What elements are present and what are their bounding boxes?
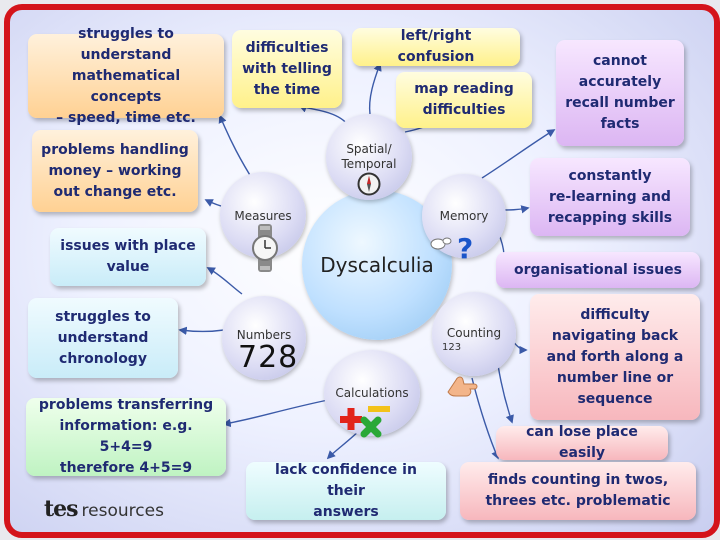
node-calculations: Calculations xyxy=(324,350,420,438)
connector-line xyxy=(178,326,225,336)
node-label-numbers: Numbers xyxy=(236,328,292,342)
node-label-calculations: Calculations xyxy=(335,386,409,400)
connector-line xyxy=(368,62,382,115)
node-counting: Counting 123 xyxy=(432,292,516,397)
connector-line xyxy=(497,364,514,424)
connector-line xyxy=(481,129,556,179)
box-place-value: issues with place value xyxy=(50,228,206,286)
tes-resources-logo: tes resources xyxy=(44,496,164,526)
box-transferring: problems transferring information: e.g. … xyxy=(26,397,226,476)
box-chronology: struggles to understand chronology xyxy=(28,298,178,378)
connector-line xyxy=(222,399,329,428)
node-label-spatial-temporal: Spatial/ Temporal xyxy=(341,142,397,171)
node-label-counting: Counting xyxy=(446,326,502,340)
box-organisational: organisational issues xyxy=(496,252,700,288)
central-title: Dyscalculia xyxy=(320,253,434,277)
box-recall-facts: cannot accurately recall number facts xyxy=(556,40,684,146)
logo-tes: tes xyxy=(44,496,79,522)
mind-map-frame: Dyscalculia Spatial/ Temporal Measures M… xyxy=(4,4,720,538)
node-label-memory: Memory xyxy=(439,209,489,223)
pointing-hand-icon xyxy=(447,376,478,397)
watch-icon xyxy=(252,224,278,272)
box-relearning: constantly re-learning and recapping ski… xyxy=(530,158,690,236)
box-lose-place: can lose place easily xyxy=(496,424,668,461)
numbers-glyph: 728 xyxy=(238,340,299,375)
logo-resources: resources xyxy=(81,501,164,521)
box-number-line: difficulty navigating back and forth alo… xyxy=(530,294,700,420)
box-left-right: left/right confusion xyxy=(352,28,520,66)
compass-icon xyxy=(357,172,381,196)
node-label-measures: Measures xyxy=(234,209,292,223)
node-memory: Memory ? xyxy=(422,174,506,265)
connector-line xyxy=(206,267,243,295)
box-money: problems handling money – working out ch… xyxy=(32,130,198,212)
central-node: Dyscalculia xyxy=(302,190,452,340)
box-map-reading: map reading difficulties xyxy=(396,72,532,128)
box-counting-twos: finds counting in twos, threes etc. prob… xyxy=(460,462,696,520)
box-struggles-concepts: struggles to understand mathematical con… xyxy=(28,26,224,126)
plus-minus-icon xyxy=(340,406,390,438)
node-measures: Measures xyxy=(220,172,306,272)
question-mark-icon: ? xyxy=(430,232,473,265)
counting-small-label: 123 xyxy=(442,342,462,353)
box-confidence: lack confidence in their answers xyxy=(246,462,446,520)
node-spatial-temporal: Spatial/ Temporal xyxy=(326,114,412,200)
svg-text:?: ? xyxy=(457,232,473,265)
node-numbers: Numbers 728 xyxy=(222,296,306,380)
box-telling-time: difficulties with telling the time xyxy=(232,30,342,108)
